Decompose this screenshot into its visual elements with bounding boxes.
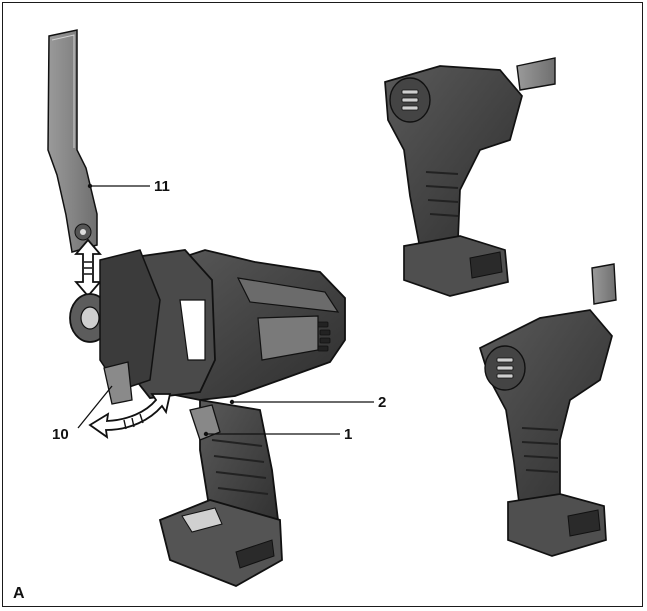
oscillating-tool-main-icon (69, 249, 346, 587)
callout-leaders (77, 183, 374, 437)
callout-10: 10 (52, 426, 69, 443)
oscillating-blade-icon (47, 29, 98, 253)
callout-2: 2 (378, 394, 386, 411)
leader-10 (77, 385, 113, 429)
callout-11: 11 (154, 178, 170, 195)
oscillating-tool-view-top-right-icon (384, 57, 556, 297)
oscillating-tool-view-bottom-right-icon (478, 263, 617, 557)
figure-label: A (13, 585, 25, 602)
callout-1: 1 (344, 426, 352, 443)
curved-arrow-icon (88, 393, 172, 439)
